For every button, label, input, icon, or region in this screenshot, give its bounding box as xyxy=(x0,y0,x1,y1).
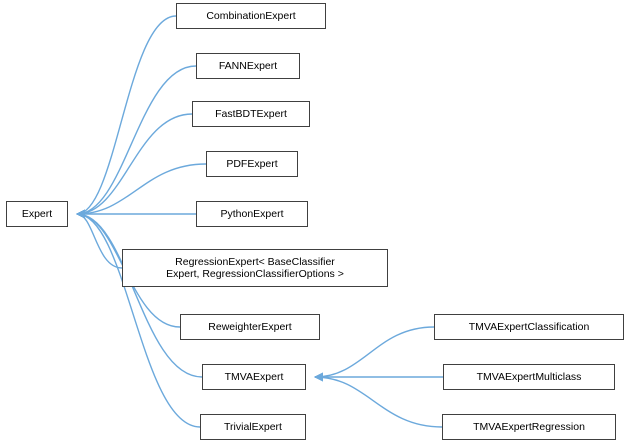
edge-tmva-expert-regression-to-tmva-expert xyxy=(314,372,443,428)
node-reweighter-expert[interactable]: ReweighterExpert xyxy=(180,314,320,340)
edge-fann-expert-to-expert xyxy=(76,65,197,219)
node-tmva-expert-regression[interactable]: TMVAExpertRegression xyxy=(442,414,616,440)
node-tmva-expert[interactable]: TMVAExpert xyxy=(202,364,306,390)
edge-pdf-expert-to-expert xyxy=(76,163,207,219)
edge-tmva-expert-classification-to-tmva-expert xyxy=(314,326,435,382)
node-fastbdt-expert[interactable]: FastBDTExpert xyxy=(192,101,310,127)
edge-fastbdt-expert-to-expert xyxy=(76,113,193,219)
node-pdf-expert[interactable]: PDFExpert xyxy=(206,151,298,177)
node-tmva-expert-classification[interactable]: TMVAExpertClassification xyxy=(434,314,624,340)
node-tmva-expert-multiclass[interactable]: TMVAExpertMulticlass xyxy=(443,364,615,390)
node-fann-expert[interactable]: FANNExpert xyxy=(196,53,300,79)
node-combination-expert[interactable]: CombinationExpert xyxy=(176,3,326,29)
node-trivial-expert[interactable]: TrivialExpert xyxy=(200,414,306,440)
node-python-expert[interactable]: PythonExpert xyxy=(196,201,308,227)
edge-trivial-expert-to-expert xyxy=(76,209,201,428)
edge-tmva-expert-to-expert xyxy=(76,209,203,378)
edge-regression-expert-to-expert xyxy=(76,209,123,269)
node-regression-expert[interactable]: RegressionExpert< BaseClassifier Expert,… xyxy=(122,249,388,287)
edge-combination-expert-to-expert xyxy=(76,15,177,219)
node-expert[interactable]: Expert xyxy=(6,201,68,227)
